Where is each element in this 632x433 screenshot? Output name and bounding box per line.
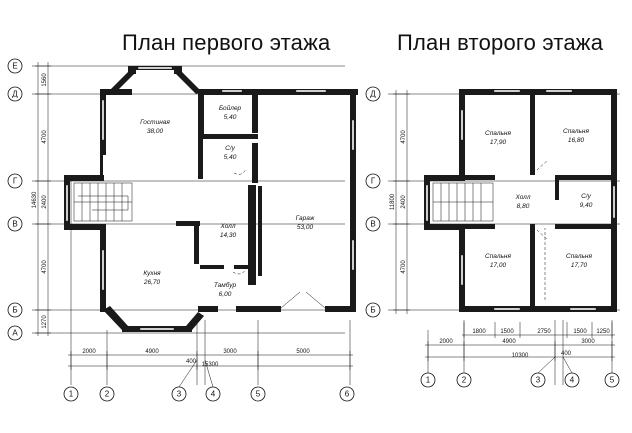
room2-bed1-name: Спальня (485, 130, 511, 137)
axis-col-1: 1 (69, 390, 74, 399)
axis-row-E: Е (12, 62, 17, 71)
room2-bed3-area: 17,00 (490, 262, 507, 269)
axis-col-5: 5 (256, 390, 261, 399)
axis-row-D: Д (12, 90, 18, 99)
dim2-1500-b: 1500 (573, 329, 587, 335)
room2-bed4-name: Спальня (566, 253, 592, 260)
second-floor-col-axes: 1 2 3 4 5 (420, 356, 620, 388)
axis-col-2: 2 (105, 390, 110, 399)
room-living-area: 38,00 (147, 128, 164, 135)
dim-4900: 4900 (145, 349, 159, 355)
room-boiler-name: Бойлер (219, 104, 242, 112)
second-floor-windows (425, 89, 616, 311)
dim-400: 400 (186, 359, 197, 365)
room-garage-area: 53,00 (297, 224, 314, 231)
first-floor-col-axes: 1 2 3 4 5 6 (63, 359, 355, 402)
dim-4700-bottom: 4700 (42, 260, 48, 274)
room2-hall-area: 8,80 (517, 203, 530, 210)
axis2-col-3: 3 (536, 376, 541, 385)
dim-1270: 1270 (42, 315, 48, 329)
room-wc-area: 5,40 (224, 154, 237, 161)
room-living-name: Гостиная (140, 119, 170, 126)
first-floor-plan: 1560 4700 14630 2400 4700 1270 Е Д Г В Б… (7, 58, 358, 402)
first-floor-door-arcs (232, 168, 326, 309)
first-floor-room-labels: Гостиная 38,00 Бойлер 5,40 С/у 5,40 Холл… (140, 104, 315, 298)
axis-row-A: А (12, 329, 18, 338)
dim-2000: 2000 (82, 349, 96, 355)
first-floor-left-dimensions: 1560 4700 14630 2400 4700 1270 (32, 62, 51, 336)
dim2-4900: 4900 (502, 339, 516, 345)
dim2-1500-a: 1500 (500, 329, 514, 335)
axis-row-G: Г (13, 177, 18, 186)
dim2-11800: 11800 (390, 193, 396, 210)
room-boiler-area: 5,40 (224, 114, 237, 121)
axis2-col-2: 2 (462, 376, 467, 385)
axis-col-3: 3 (177, 390, 182, 399)
dim-3000: 3000 (223, 349, 237, 355)
first-floor-windows (65, 66, 355, 331)
second-floor-door-arcs (536, 159, 549, 300)
room-kitchen-area: 26,70 (143, 279, 161, 286)
axis2-row-G: Г (371, 177, 376, 186)
room2-bed3-name: Спальня (485, 253, 511, 260)
second-floor-room-labels: Спальня 17,90 Спальня 16,80 Холл 8,80 С/… (485, 128, 593, 269)
dim2-4700-top: 4700 (401, 130, 407, 144)
axis2-col-5: 5 (610, 376, 615, 385)
room-kitchen-name: Кухня (143, 270, 161, 277)
axis2-col-4: 4 (570, 376, 575, 385)
dim2-2000: 2000 (439, 339, 453, 345)
room-hall-area: 14,30 (220, 232, 237, 239)
dim-1560: 1560 (42, 73, 48, 87)
room2-bed2-area: 16,80 (568, 137, 585, 144)
dim2-2750: 2750 (537, 329, 551, 335)
axis-col-4: 4 (211, 390, 216, 399)
room-wc-name: С/у (225, 145, 236, 152)
axis2-row-D: Д (370, 90, 376, 99)
axis-row-V: В (12, 220, 17, 229)
first-floor-walls (64, 66, 358, 332)
room2-wc-area: 9,40 (580, 202, 593, 209)
axis-col-6: 6 (345, 390, 350, 399)
axis2-row-V: В (370, 220, 375, 229)
room2-hall-name: Холл (515, 194, 531, 201)
dim2-4700-bottom: 4700 (401, 260, 407, 274)
first-floor-staircase (73, 182, 133, 222)
dim-2400: 2400 (42, 195, 48, 209)
room2-bed1-area: 17,90 (490, 139, 507, 146)
first-floor-row-axes: Е Д Г В Б А (7, 58, 23, 341)
axis2-col-1: 1 (426, 376, 431, 385)
dim2-10300: 10300 (512, 353, 529, 359)
dim-14630: 14630 (32, 191, 38, 208)
first-floor-bottom-dimensions: 2000 4900 3000 5000 400 15300 (68, 349, 353, 370)
second-floor-row-axes: Д Г В Б (365, 86, 381, 318)
second-floor-left-dimensions: 4700 11800 2400 4700 (390, 90, 410, 314)
second-floor-staircase (432, 182, 494, 222)
dim-4700-top: 4700 (42, 130, 48, 144)
second-floor-title: План второго этажа (397, 30, 604, 55)
dim2-400: 400 (561, 351, 572, 357)
axis-row-B: Б (12, 306, 17, 315)
room-vestibule-area: 6,00 (219, 291, 232, 298)
dim2-1250: 1250 (596, 329, 610, 335)
second-floor-bottom-dimensions: 2000 4900 3000 400 10300 (425, 339, 615, 361)
room-hall-name: Холл (220, 223, 236, 230)
dim-15300: 15300 (202, 362, 219, 368)
dim2-2400: 2400 (401, 195, 407, 209)
dim-5000: 5000 (296, 349, 310, 355)
dim2-1800: 1800 (472, 329, 486, 335)
second-floor-plan: 4700 11800 2400 4700 Д Г В Б (365, 86, 620, 388)
room2-bed4-area: 17,70 (571, 262, 588, 269)
second-floor-inner-dimensions: 1800 1500 2750 1500 1250 (462, 322, 615, 338)
room2-bed2-name: Спальня (563, 128, 589, 135)
room2-wc-name: С/у (581, 193, 592, 200)
room-garage-name: Гараж (296, 215, 315, 222)
first-floor-title: План первого этажа (122, 30, 331, 55)
axis2-row-B: Б (370, 306, 375, 315)
room-vestibule-name: Тамбур (214, 281, 237, 289)
dim2-3000: 3000 (581, 339, 595, 345)
